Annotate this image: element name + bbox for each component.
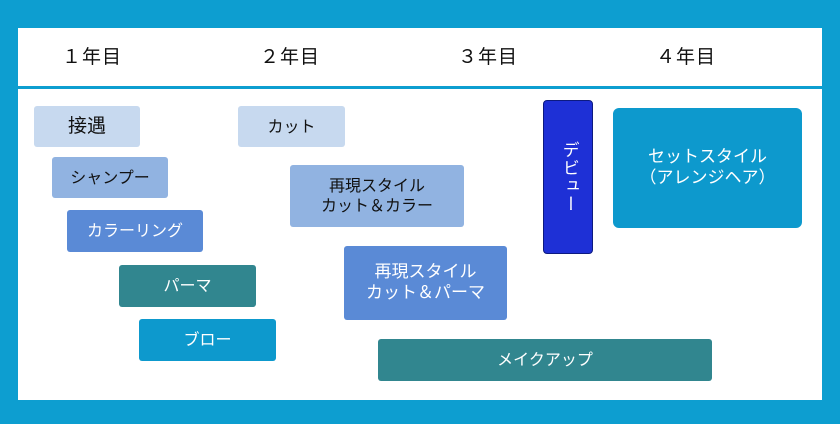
year-3-label: ３年目 xyxy=(458,46,519,68)
set-style-line1: セットスタイル xyxy=(648,146,767,167)
greeting-label: 接遇 xyxy=(67,114,106,137)
year-4-label: ４年目 xyxy=(656,46,717,68)
makeup-block: メイクアップ xyxy=(378,339,712,381)
debut-label: デビュー xyxy=(558,141,579,213)
perm-label: パーマ xyxy=(163,276,212,295)
cut-block: カット xyxy=(238,106,345,147)
repro-cut-color-line1: 再現スタイル xyxy=(328,176,425,195)
cut-label: カット xyxy=(267,116,316,136)
perm-block: パーマ xyxy=(119,265,256,307)
repro-cut-perm-block: 再現スタイル カット＆パーマ xyxy=(344,246,507,320)
repro-cut-perm-line1: 再現スタイル xyxy=(374,261,477,282)
coloring-label: カラーリング xyxy=(86,221,183,240)
shampoo-block: シャンプー xyxy=(52,157,168,198)
blow-label: ブロー xyxy=(183,330,232,349)
repro-cut-perm-line2: カット＆パーマ xyxy=(366,283,485,303)
repro-cut-color-block: 再現スタイル カット＆カラー xyxy=(290,165,464,227)
set-style-block: セットスタイル （アレンジヘア） xyxy=(613,108,802,228)
debut-block: デビュー xyxy=(543,100,593,254)
coloring-block: カラーリング xyxy=(67,210,203,252)
blow-block: ブロー xyxy=(139,319,276,361)
repro-cut-color-line2: カット＆カラー xyxy=(320,196,433,215)
greeting-block: 接遇 xyxy=(34,106,140,147)
year-2-label: ２年目 xyxy=(260,46,321,68)
year-1-label: １年目 xyxy=(62,46,123,68)
set-style-line2: （アレンジヘア） xyxy=(639,168,776,188)
shampoo-label: シャンプー xyxy=(70,167,150,187)
makeup-label: メイクアップ xyxy=(497,350,593,369)
year-header-panel xyxy=(18,28,822,86)
